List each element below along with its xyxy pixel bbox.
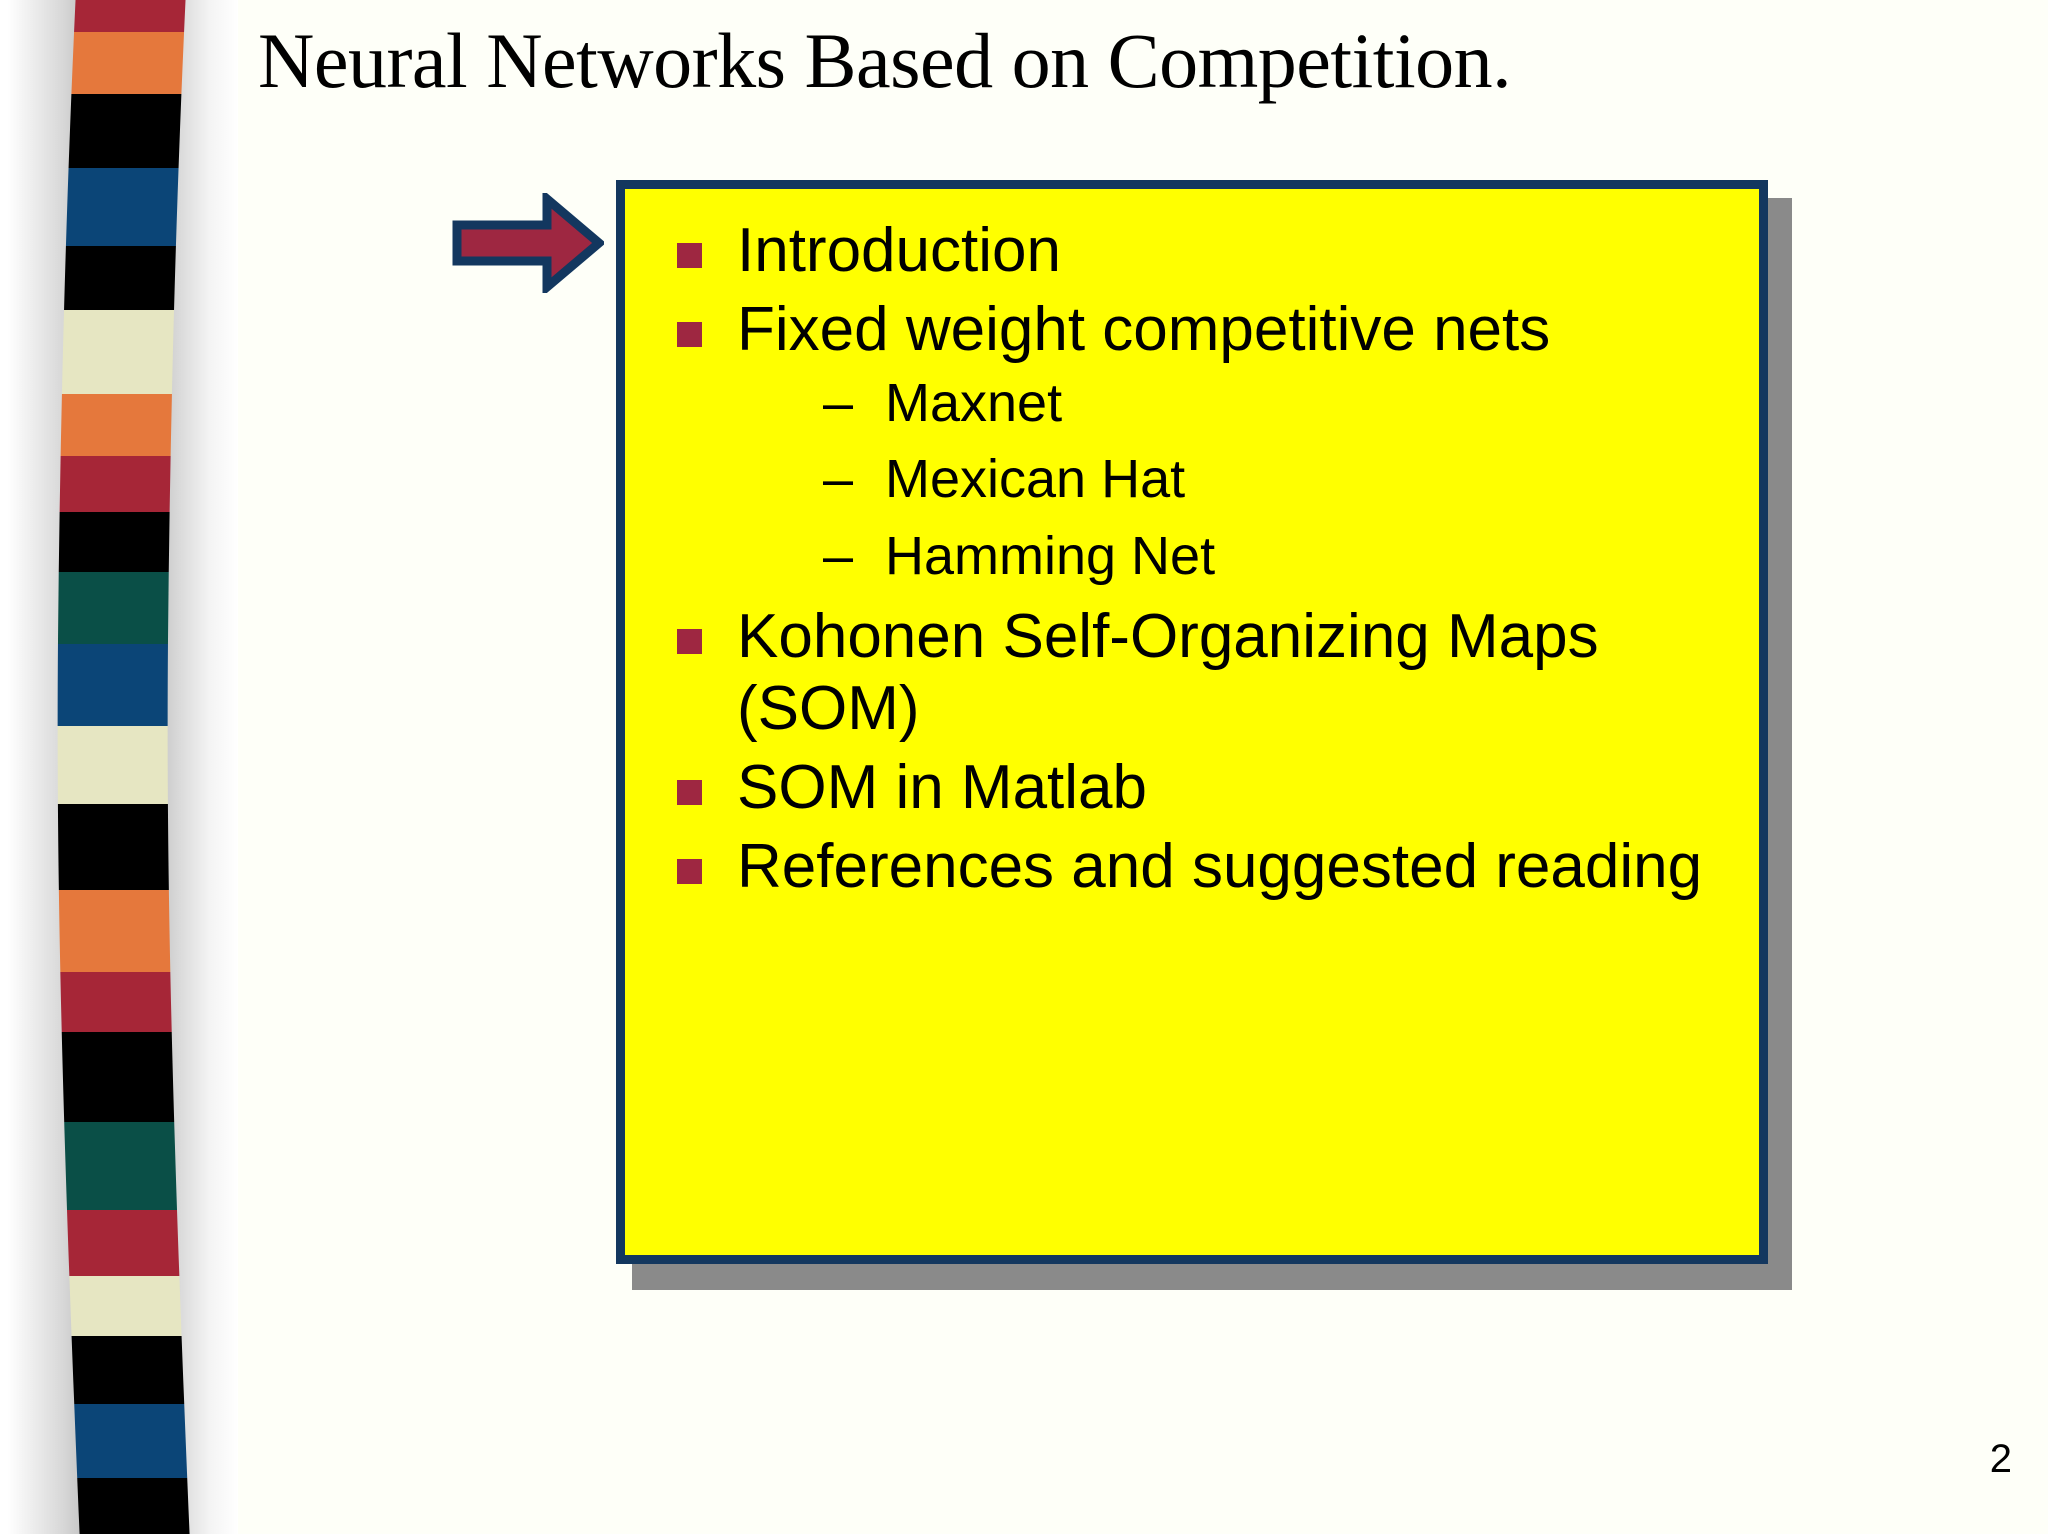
bullet-square-icon [677, 629, 702, 655]
list-item[interactable]: – Hamming Net [737, 525, 1729, 588]
list-item[interactable]: Kohonen Self-Organizing Maps (SOM) [655, 601, 1729, 744]
list-item[interactable]: – Maxnet [737, 372, 1729, 435]
bullet-square-icon [677, 243, 702, 268]
decorative-color-ribbon [0, 0, 238, 1534]
list-item-label: Maxnet [885, 372, 1063, 433]
list-item[interactable]: Introduction [655, 215, 1729, 286]
list-item-label: Hamming Net [885, 525, 1216, 586]
ribbon-stripes [57, 0, 190, 1534]
list-item[interactable]: Fixed weight competitive nets – Maxnet –… [655, 294, 1729, 587]
bullet-square-icon [677, 322, 702, 348]
bullet-dash-icon: – [823, 525, 854, 586]
list-item[interactable]: – Mexican Hat [737, 448, 1729, 511]
list-item-label: References and suggested reading [737, 832, 1703, 902]
bullet-square-icon [677, 859, 702, 885]
list-item-label: Kohonen Self-Organizing Maps (SOM) [737, 602, 1599, 743]
page-number: 2 [1989, 1437, 2012, 1481]
list-item-label: Fixed weight competitive nets [737, 295, 1551, 365]
outline-list: Introduction Fixed weight competitive ne… [655, 215, 1729, 903]
content-box: Introduction Fixed weight competitive ne… [616, 180, 1768, 1264]
bullet-dash-icon: – [823, 449, 854, 510]
list-item-label: SOM in Matlab [737, 753, 1148, 823]
list-item-label: Introduction [737, 216, 1061, 285]
list-item-label: Mexican Hat [885, 449, 1186, 510]
list-item[interactable]: References and suggested reading [655, 831, 1729, 902]
bullet-square-icon [677, 780, 702, 806]
list-item[interactable]: SOM in Matlab [655, 752, 1729, 823]
slide-title: Neural Networks Based on Competition. [258, 17, 1512, 104]
pointer-arrow-icon [452, 193, 604, 293]
sub-outline-list: – Maxnet – Mexican Hat – Hamming Net [737, 372, 1729, 588]
bullet-dash-icon: – [823, 372, 854, 433]
